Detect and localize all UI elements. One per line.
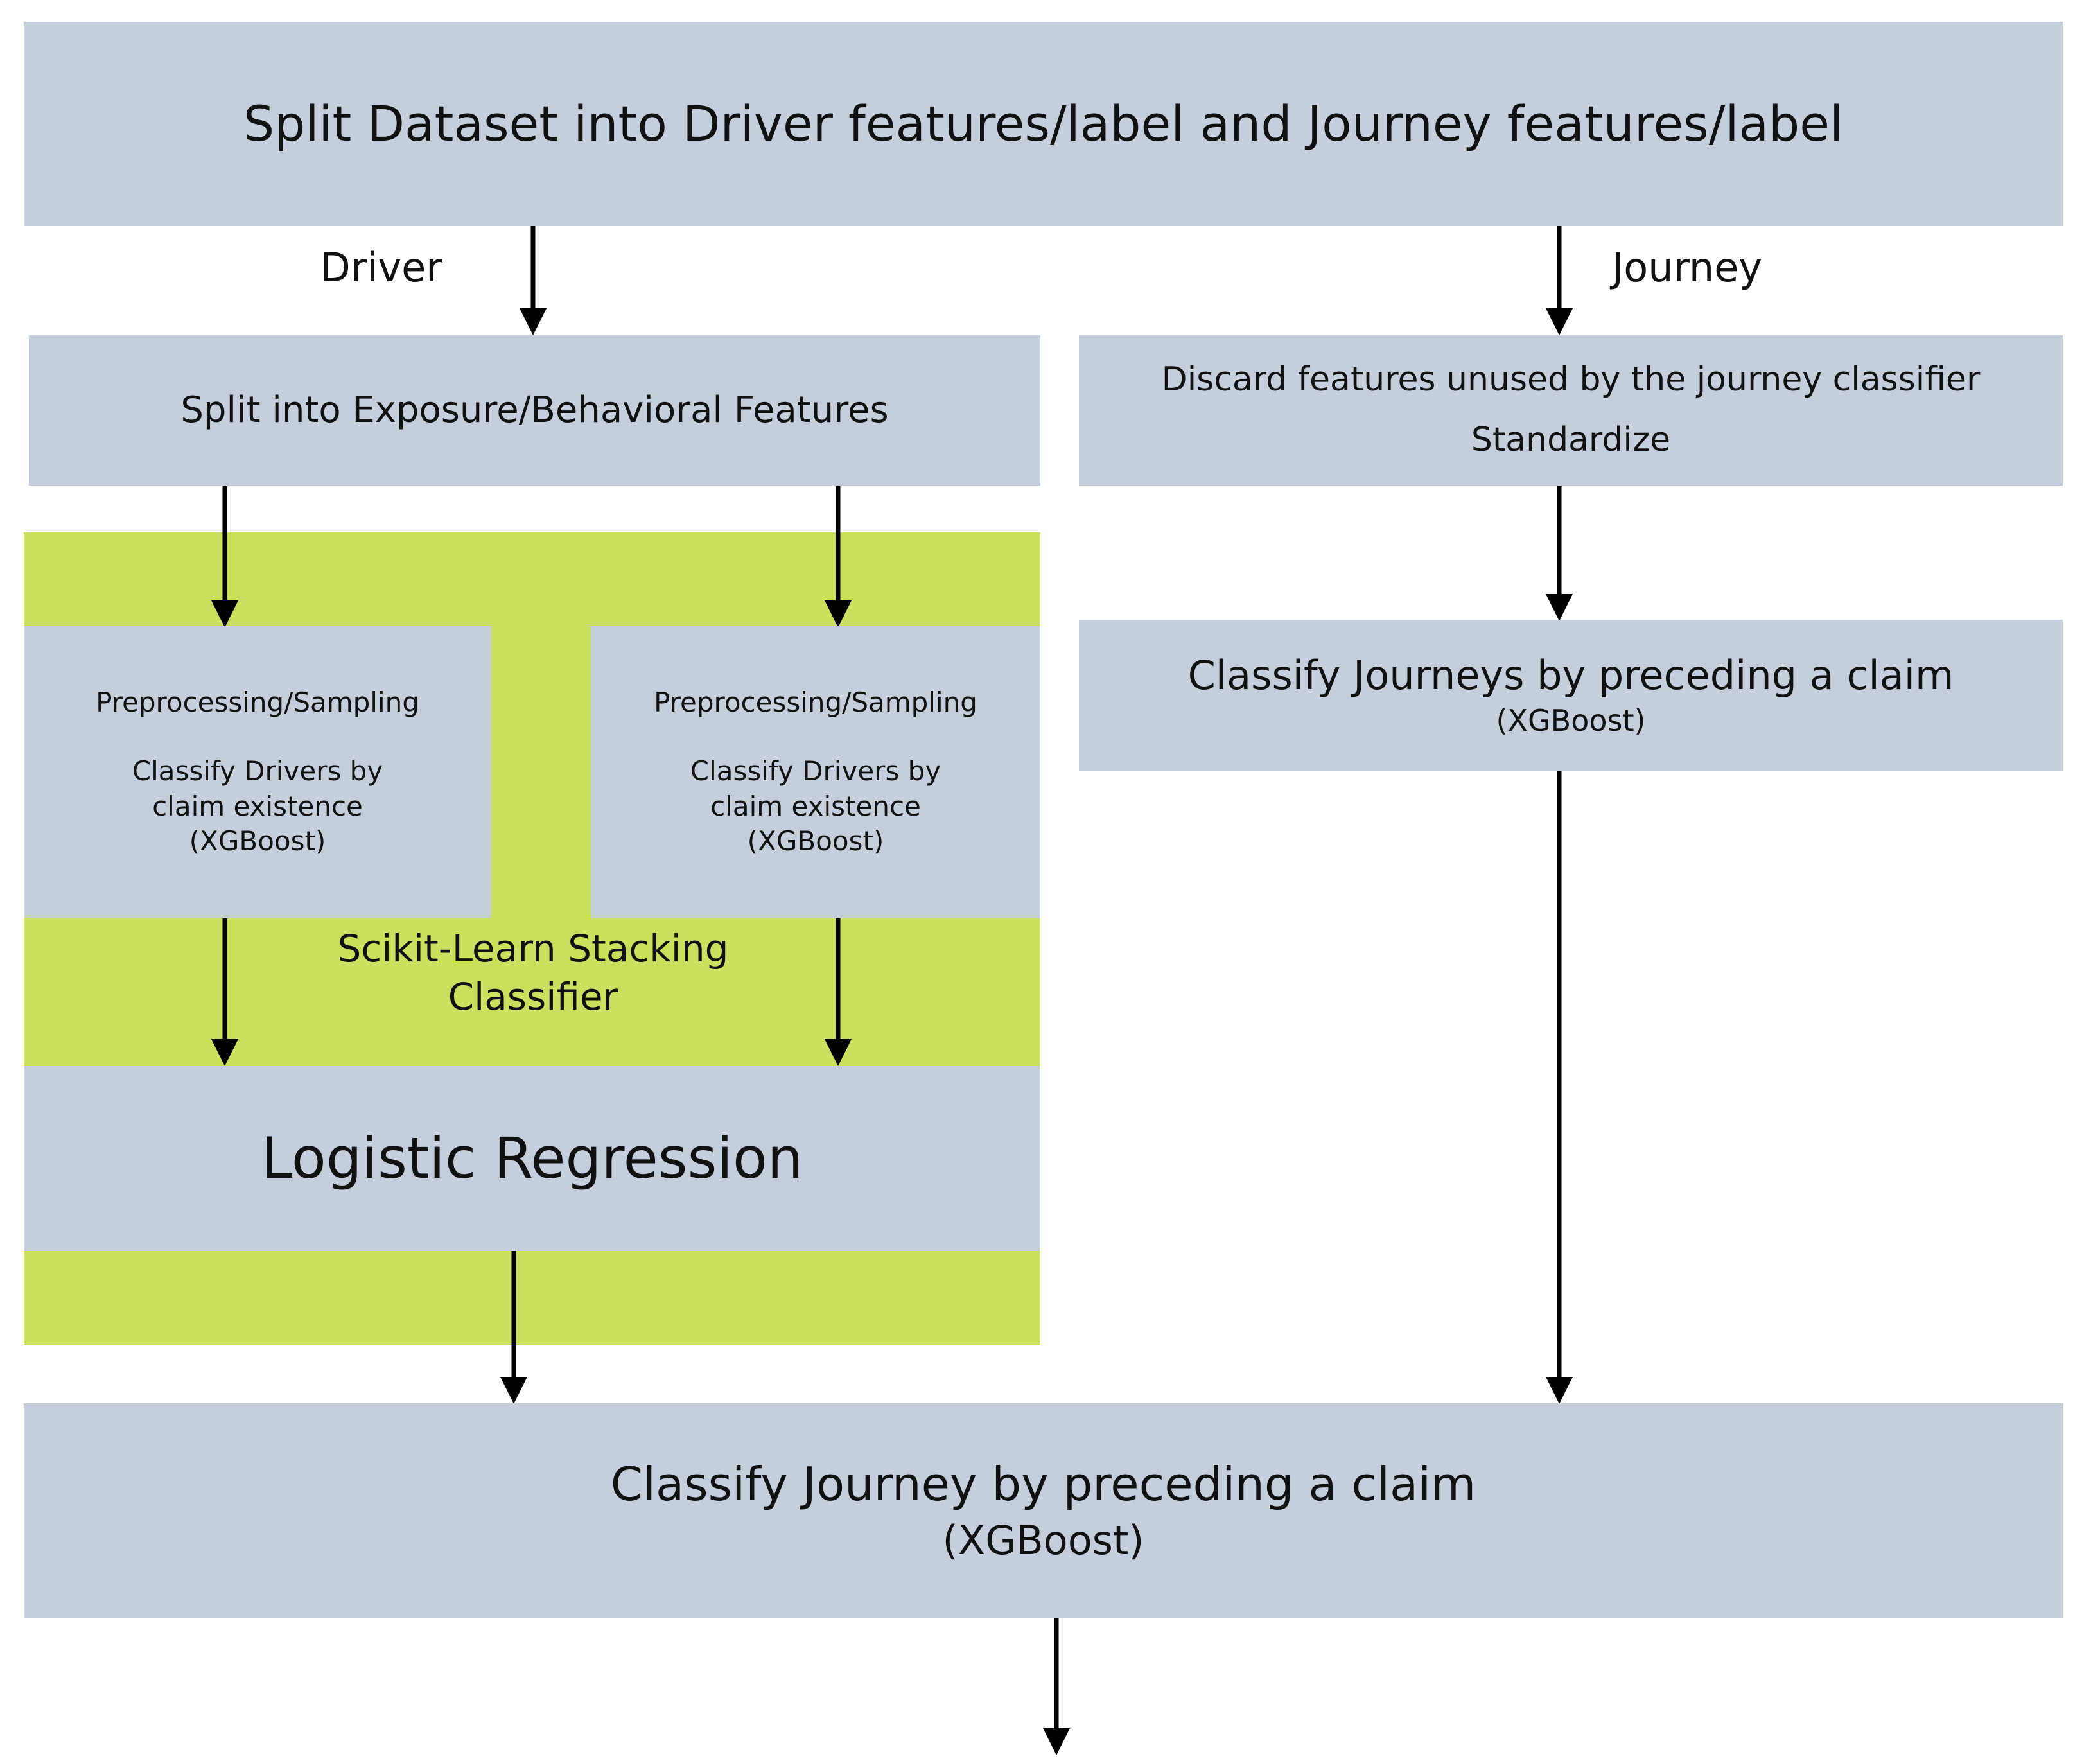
node-base-estimator-exposure-line2: Classify Drivers by [132, 755, 383, 787]
node-base-estimator-exposure: Preprocessing/Sampling Classify Drivers … [24, 626, 491, 918]
node-discard-features-line1: Discard features unused by the journey c… [1161, 360, 1981, 399]
node-logistic-regression: Logistic Regression [24, 1066, 1040, 1251]
node-base-estimator-behavioral-line4: (XGBoost) [747, 825, 884, 857]
node-classify-journey-final-line1: Classify Journey by preceding a claim [610, 1457, 1476, 1512]
node-split-dataset-label: Split Dataset into Driver features/label… [243, 94, 1844, 152]
node-base-estimator-behavioral-line1: Preprocessing/Sampling [654, 687, 977, 719]
arrow-journey-branch [1540, 226, 1579, 337]
node-discard-features: Discard features unused by the journey c… [1079, 335, 2063, 486]
node-base-estimator-exposure-line3: claim existence [152, 790, 363, 822]
arrow-final-output [1037, 1618, 1076, 1756]
node-split-exposure-behavioral: Split into Exposure/Behavioral Features [29, 335, 1040, 486]
node-base-estimator-exposure-line4: (XGBoost) [189, 825, 326, 857]
node-base-estimator-exposure-line1: Preprocessing/Sampling [96, 687, 419, 719]
arrow-driver-branch [514, 226, 552, 337]
edge-label-journey: Journey [1612, 244, 1763, 291]
group-stacking-classifier-label: Scikit-Learn Stacking Classifier [257, 925, 809, 1022]
node-classify-journey-final-line2: (XGBoost) [942, 1517, 1144, 1564]
group-stacking-classifier-line1: Scikit-Learn Stacking [337, 927, 729, 970]
node-split-exposure-behavioral-label: Split into Exposure/Behavioral Features [180, 389, 889, 431]
arrow-classify-journeys-to-final [1540, 771, 1579, 1405]
edge-label-driver: Driver [320, 244, 442, 291]
node-split-dataset: Split Dataset into Driver features/label… [24, 22, 2063, 226]
node-base-estimator-behavioral: Preprocessing/Sampling Classify Drivers … [591, 626, 1040, 918]
node-logistic-regression-label: Logistic Regression [261, 1125, 803, 1191]
node-classify-journey-final: Classify Journey by preceding a claim (X… [24, 1403, 2063, 1618]
node-classify-journeys-line1: Classify Journeys by preceding a claim [1187, 652, 1954, 699]
arrow-discard-to-classify-journeys [1540, 486, 1579, 622]
node-base-estimator-behavioral-line2: Classify Drivers by [690, 755, 941, 787]
node-classify-journeys: Classify Journeys by preceding a claim (… [1079, 620, 2063, 771]
group-stacking-classifier-line2: Classifier [448, 975, 618, 1019]
node-discard-features-line2: Standardize [1471, 421, 1671, 459]
node-classify-journeys-line2: (XGBoost) [1496, 703, 1646, 738]
node-base-estimator-behavioral-line3: claim existence [710, 790, 921, 822]
